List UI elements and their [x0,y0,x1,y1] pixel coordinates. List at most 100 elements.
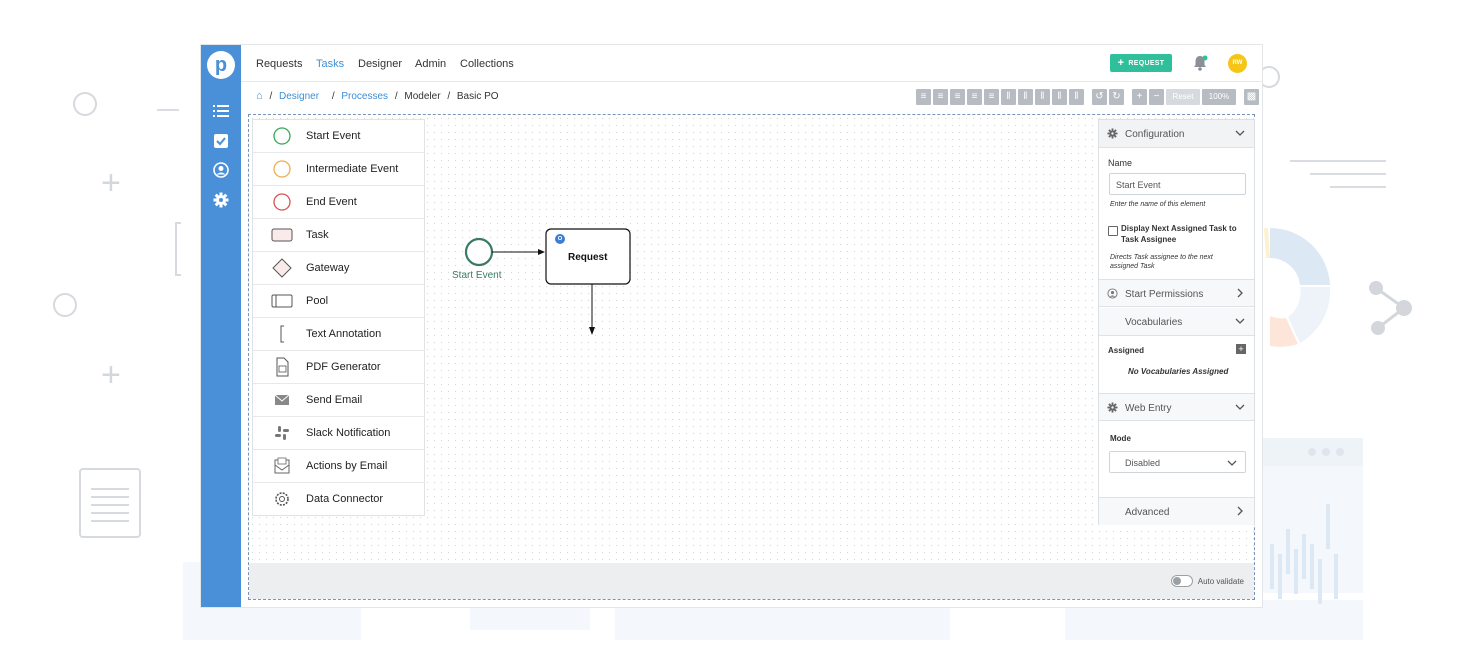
nav-collections[interactable]: Collections [460,58,514,70]
chevron-down-icon [1235,404,1245,410]
palette-label: Gateway [306,262,350,274]
palette-label: Data Connector [306,493,384,505]
bell-icon[interactable] [1191,54,1209,72]
display-next-task-checkbox[interactable] [1108,226,1118,236]
element-palette: Start Event Intermediate Event End Event… [252,119,425,516]
vocabularies-accordion[interactable]: Vocabularies [1099,308,1254,336]
palette-label: Text Annotation [306,328,382,340]
arrowhead [538,249,545,255]
palette-item-slack-notification[interactable]: Slack Notification [253,417,424,450]
decor-line [157,109,179,111]
breadcrumb-designer[interactable]: Designer [279,91,320,102]
advanced-accordion[interactable]: Advanced [1099,497,1254,525]
palette-item-pool[interactable]: Pool [253,285,424,318]
palette-item-start-event[interactable]: Start Event [253,120,424,153]
distribute-left-icon[interactable]: ‖ [1052,89,1067,105]
gear-icon [1107,402,1118,413]
decor-circle [73,92,97,116]
palette-item-send-email[interactable]: Send Email [253,384,424,417]
breadcrumb-separator: / [447,91,451,102]
breadcrumb-separator: / [331,91,335,102]
palette-item-pdf-generator[interactable]: PDF Generator [253,351,424,384]
actions-email-icon [274,457,290,474]
nav-admin[interactable]: Admin [415,58,447,70]
start-event-node[interactable] [464,237,494,267]
display-next-task-help: Directs Task assignee to the next assign… [1110,254,1213,270]
align-middle-icon[interactable]: ≡ [984,89,999,105]
decor-donut-chart [1264,227,1331,347]
sidebar: p [201,45,241,607]
breadcrumb-modeler: Modeler [404,91,441,102]
decor-line [1290,160,1386,162]
list-icon[interactable] [212,102,230,120]
plus-icon: + [1117,57,1125,69]
redo-icon[interactable]: ↻ [1109,89,1124,105]
breadcrumb-separator: / [269,91,273,102]
processmaker-logo[interactable]: p [207,51,235,79]
start-permissions-title: Start Permissions [1125,289,1204,300]
user-circle-icon[interactable] [212,161,230,179]
distribute-right-icon[interactable]: ‖ [1069,89,1084,105]
palette-item-actions-by-email[interactable]: Actions by Email [253,450,424,483]
nav-designer[interactable]: Designer [358,58,403,70]
palette-item-gateway[interactable]: Gateway [253,252,424,285]
start-permissions-accordion[interactable]: Start Permissions [1099,279,1254,307]
auto-validate-label: Auto validate [1197,576,1244,586]
palette-label: Actions by Email [306,460,388,472]
task-label: Request [568,252,608,263]
web-entry-title: Web Entry [1125,403,1172,414]
save-icon[interactable]: ▩ [1244,89,1259,105]
user-task-icon-head [557,236,562,241]
auto-validate-control[interactable]: Auto validate [1170,575,1244,587]
configuration-accordion[interactable]: Configuration [1099,120,1254,148]
advanced-title: Advanced [1125,507,1170,518]
palette-item-intermediate-event[interactable]: Intermediate Event [253,153,424,186]
palette-item-data-connector[interactable]: Data Connector [253,483,424,515]
task-node-request[interactable] [545,228,631,285]
reset-zoom-button[interactable]: Reset [1166,89,1200,105]
align-bottom-icon[interactable]: ‖ [1001,89,1016,105]
nav-requests[interactable]: Requests [256,58,303,70]
gear-icon [1107,128,1118,139]
undo-icon[interactable]: ↺ [1092,89,1107,105]
align-right-icon[interactable]: ≡ [950,89,965,105]
new-request-button[interactable]: + REQUEST [1110,54,1172,72]
vocabularies-title: Vocabularies [1125,317,1183,328]
assigned-label: Assigned [1108,346,1145,355]
add-vocabulary-button[interactable]: + [1236,344,1246,354]
zoom-in-icon[interactable]: + [1132,89,1147,105]
align-left-icon[interactable]: ≡ [916,89,931,105]
decor-line [1310,173,1386,175]
breadcrumb-processes[interactable]: Processes [341,91,389,102]
user-avatar[interactable]: RW [1228,54,1247,73]
decor-line [1330,186,1386,188]
palette-item-end-event[interactable]: End Event [253,186,424,219]
align-center-icon[interactable]: ≡ [933,89,948,105]
palette-item-text-annotation[interactable]: Text Annotation [253,318,424,351]
zoom-out-icon[interactable]: − [1149,89,1164,105]
task-icon [271,228,293,242]
mode-label: Mode [1110,434,1131,443]
nav-tasks[interactable]: Tasks [316,58,345,70]
name-label: Name [1108,158,1133,168]
decor-plus: + [101,164,121,202]
envelope-icon [274,394,290,405]
top-navigation: Requests Tasks Designer Admin Collection… [241,45,1262,82]
mode-select[interactable]: Disabled [1109,451,1246,473]
distribute-vertical-icon[interactable]: ‖ [1035,89,1050,105]
modeler-toolbar: ≡ ≡ ≡ ≡ ≡ ‖ ‖ ‖ ‖ ‖ ↺ ↻ + − Reset 100% ▩ [916,89,1259,107]
no-vocabularies-text: No Vocabularies Assigned [1128,367,1229,376]
auto-validate-toggle[interactable] [1170,575,1193,587]
web-entry-accordion[interactable]: Web Entry [1099,393,1254,421]
breadcrumb-current: Basic PO [456,91,499,102]
zoom-level: 100% [1202,89,1236,105]
checkbox-tasks-icon[interactable] [212,132,230,150]
intermediate-event-icon [273,160,291,178]
palette-item-task[interactable]: Task [253,219,424,252]
gear-icon[interactable] [212,191,230,209]
align-top-icon[interactable]: ≡ [967,89,982,105]
distribute-horizontal-icon[interactable]: ‖ [1018,89,1033,105]
modeler: Start Event Intermediate Event End Event… [248,114,1255,600]
name-input[interactable]: Start Event [1109,173,1246,195]
home-icon[interactable]: ⌂ [256,90,263,102]
